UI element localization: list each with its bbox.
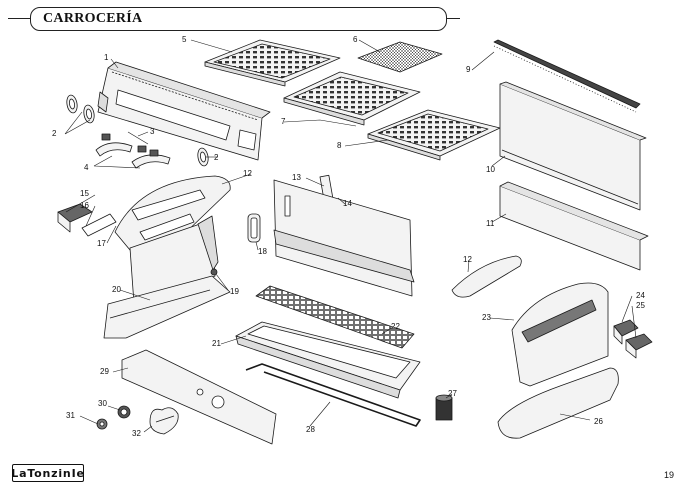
part-2-cap-right bbox=[197, 147, 209, 167]
callout-number: 15 bbox=[80, 189, 89, 198]
callout-number: 2 bbox=[52, 129, 57, 138]
callout-number: 22 bbox=[391, 322, 400, 331]
part-3-4-handles bbox=[95, 133, 171, 169]
callout-number: 19 bbox=[230, 287, 239, 296]
callout-number: 12 bbox=[463, 255, 472, 264]
part-19-bolt bbox=[210, 268, 218, 276]
title-rule-left bbox=[8, 18, 30, 19]
callout-number: 20 bbox=[112, 285, 121, 294]
part-30-31-rings bbox=[96, 405, 131, 430]
part-5-grill-panel bbox=[204, 39, 341, 87]
part-20-base bbox=[103, 275, 231, 339]
callout-number: 24 bbox=[636, 291, 645, 300]
callout-number: 31 bbox=[66, 411, 75, 420]
callout-number: 10 bbox=[486, 165, 495, 174]
callout-number: 30 bbox=[98, 399, 107, 408]
part-14-panel bbox=[273, 179, 415, 297]
callout-number: 13 bbox=[292, 173, 301, 182]
callout-number: 25 bbox=[636, 301, 645, 310]
part-32-heart-grill bbox=[149, 407, 179, 435]
callout-number: 11 bbox=[486, 219, 495, 228]
callout-number: 32 bbox=[132, 429, 141, 438]
callout-number: 7 bbox=[281, 117, 286, 126]
part-16-roller bbox=[81, 213, 117, 237]
part-22-grid-plate bbox=[255, 285, 415, 349]
callout-number: 2 bbox=[214, 153, 219, 162]
callout-number: 3 bbox=[150, 127, 155, 136]
callout-number: 29 bbox=[100, 367, 109, 376]
part-18-handle bbox=[247, 213, 261, 243]
callout-number: 16 bbox=[80, 201, 89, 210]
callout-number: 21 bbox=[212, 339, 221, 348]
part-21-tray bbox=[235, 321, 421, 399]
callout-number: 23 bbox=[482, 313, 491, 322]
brand-logo-text: LaTonzinIe bbox=[11, 466, 85, 480]
part-23-cabin-panel bbox=[511, 282, 609, 387]
part-12-bracket bbox=[114, 175, 231, 251]
part-6-mesh-panel bbox=[357, 41, 443, 73]
part-15-step bbox=[57, 203, 93, 233]
brand-logo: LaTonzinIe bbox=[11, 464, 85, 482]
part-8-grill-panel bbox=[367, 109, 501, 161]
callout-number: 26 bbox=[594, 417, 603, 426]
callout-number: 17 bbox=[97, 239, 106, 248]
part-29-front-bumper bbox=[121, 349, 277, 445]
part-26-side-bumper bbox=[497, 367, 619, 439]
callout-number: 18 bbox=[258, 247, 267, 256]
callout-number: 6 bbox=[353, 35, 358, 44]
leader-lines bbox=[64, 39, 637, 433]
part-28-wire bbox=[245, 363, 421, 427]
callout-number: 12 bbox=[243, 169, 252, 178]
part-12-bracket-right bbox=[451, 255, 522, 298]
part-27-cylinder bbox=[435, 394, 453, 421]
section-title: CARROCERÍA bbox=[43, 11, 143, 26]
section-title-box: CARROCERÍA bbox=[30, 7, 447, 31]
part-2-caps-left bbox=[66, 94, 95, 124]
callout-number: 4 bbox=[84, 163, 89, 172]
part-9-rail bbox=[493, 39, 641, 113]
callout-number: 8 bbox=[337, 141, 342, 150]
part-1-rear-frame bbox=[97, 61, 271, 161]
page-number: 19 bbox=[664, 470, 675, 480]
part-7-grill-panel bbox=[283, 71, 421, 126]
callout-number: 27 bbox=[448, 389, 457, 398]
part-24-25-steps bbox=[613, 319, 653, 359]
callout-number: 1 bbox=[104, 53, 109, 62]
part-10-side-panel bbox=[499, 81, 647, 211]
callout-number: 9 bbox=[466, 65, 471, 74]
part-11-profile bbox=[499, 181, 649, 271]
callout-number: 28 bbox=[306, 425, 315, 434]
callout-number: 5 bbox=[182, 35, 187, 44]
title-rule-right bbox=[446, 18, 460, 19]
callout-number: 14 bbox=[343, 199, 352, 208]
